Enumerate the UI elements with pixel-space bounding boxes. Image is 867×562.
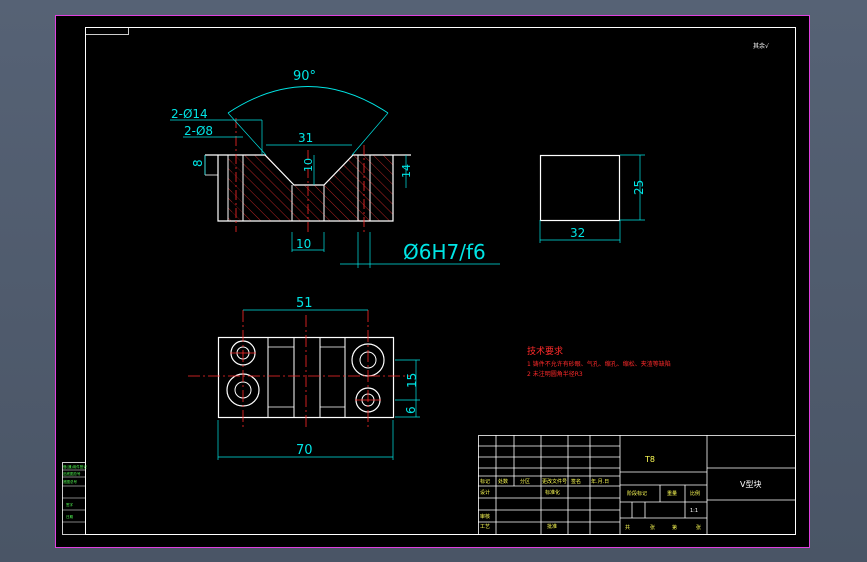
svg-text:比例: 比例	[690, 490, 700, 497]
technical-notes: 技术要求 1 铸件不允许有砂眼、气孔、缩孔、缩松、夹渣等缺陷 2 未注明圆角半径…	[527, 345, 671, 378]
svg-text:批准: 批准	[547, 523, 557, 530]
svg-text:10: 10	[296, 237, 311, 251]
svg-text:90°: 90°	[293, 69, 316, 84]
svg-text:51: 51	[296, 296, 313, 311]
corner-code-box	[85, 27, 129, 35]
svg-text:Ø6H7/f6: Ø6H7/f6	[403, 240, 486, 264]
svg-text:1 铸件不允许有砂眼、气孔、缩孔、缩松、夹渣等缺陷: 1 铸件不允许有砂眼、气孔、缩孔、缩松、夹渣等缺陷	[527, 360, 671, 368]
svg-text:重量: 重量	[667, 490, 677, 497]
svg-text:10: 10	[302, 158, 315, 172]
svg-text:25: 25	[632, 180, 646, 195]
svg-text:31: 31	[298, 131, 313, 145]
side-view: 25 32	[539, 154, 646, 243]
paper-sheet	[55, 15, 810, 548]
svg-text:标准化: 标准化	[545, 489, 560, 496]
side-stamp: 借(通)用件登记 旧底图总号 底图总号 签字 日期	[62, 462, 87, 535]
svg-text:更改文件号: 更改文件号	[542, 478, 567, 485]
front-section-view: 90° 2-Ø14 2-Ø8 31 8 10 14 10 Ø6H7/f6	[170, 69, 500, 268]
svg-text:底图总号: 底图总号	[63, 479, 77, 484]
svg-text:技术要求: 技术要求	[527, 345, 563, 357]
svg-text:2-Ø14: 2-Ø14	[171, 107, 208, 121]
svg-text:6: 6	[404, 406, 418, 414]
svg-text:32: 32	[570, 226, 585, 240]
svg-text:阶段标记: 阶段标记	[627, 490, 647, 497]
svg-text:70: 70	[296, 443, 313, 458]
svg-text:设计: 设计	[480, 489, 490, 496]
svg-text:8: 8	[191, 159, 205, 167]
svg-text:日期: 日期	[66, 514, 73, 519]
svg-text:工艺: 工艺	[480, 524, 490, 530]
svg-text:1:1: 1:1	[690, 508, 698, 514]
svg-text:分区: 分区	[520, 478, 530, 485]
drawing-frame	[85, 27, 796, 535]
svg-text:T8: T8	[644, 455, 655, 464]
svg-text:15: 15	[405, 373, 419, 388]
svg-text:签名: 签名	[571, 478, 581, 485]
svg-text:第: 第	[672, 524, 677, 531]
svg-text:V型块: V型块	[740, 479, 761, 489]
svg-text:2-Ø8: 2-Ø8	[184, 124, 213, 138]
title-block	[478, 435, 796, 535]
svg-text:14: 14	[400, 164, 413, 178]
svg-text:处数: 处数	[498, 478, 508, 485]
svg-text:2 未注明圆角半径R3: 2 未注明圆角半径R3	[527, 370, 583, 378]
svg-text:旧底图总号: 旧底图总号	[63, 471, 81, 476]
svg-text:签字: 签字	[66, 502, 73, 507]
plan-view: 51 70 15 6	[188, 296, 420, 460]
sheet-border	[55, 15, 810, 548]
title-block-text: T8 V型块 标记 处数 分区 更改文件号 签名 年.月.日 设计 标准化 阶段…	[480, 455, 761, 531]
svg-text:共: 共	[625, 524, 630, 531]
svg-text:张: 张	[650, 524, 655, 531]
svg-text:审核: 审核	[480, 513, 490, 520]
svg-text:张: 张	[696, 524, 701, 531]
svg-text:标记: 标记	[480, 478, 490, 485]
roughness-note: 其余√	[753, 42, 769, 50]
svg-text:年.月.日: 年.月.日	[591, 478, 609, 485]
svg-text:借(通)用件登记: 借(通)用件登记	[63, 464, 87, 469]
